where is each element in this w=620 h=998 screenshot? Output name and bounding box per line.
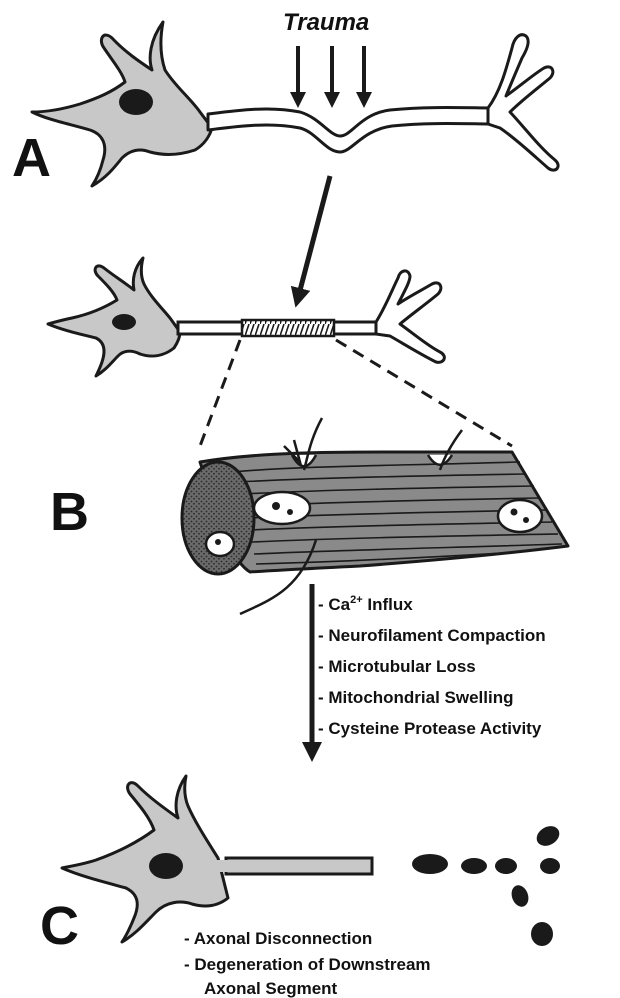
- injured-neuron-soma: [48, 258, 180, 376]
- ca-influx-text: - Ca2+ Influx: [318, 594, 413, 614]
- change-item: - Microtubular Loss: [318, 657, 476, 676]
- trauma-label: Trauma: [283, 9, 369, 36]
- axon-fragment: [412, 854, 448, 874]
- change-item: - Cysteine Protease Activity: [318, 719, 542, 738]
- panel-a-nucleus: [119, 89, 153, 115]
- panel-a-neuron: [32, 22, 558, 186]
- axon-fragment: [461, 858, 487, 874]
- outcome-item: Axonal Segment: [204, 979, 338, 998]
- injured-axon-segment: [242, 320, 334, 336]
- panel-label-a: A: [12, 128, 51, 188]
- change-item: - Mitochondrial Swelling: [318, 688, 514, 707]
- a-to-b-arrow: [298, 176, 330, 298]
- panel-c-axon-stump: [226, 858, 372, 874]
- panel-c-neuron: [62, 776, 372, 942]
- panel-c-soma: [62, 776, 228, 942]
- panel-a-axon: [208, 108, 490, 153]
- trauma-arrows: [298, 46, 364, 100]
- mitochondrion-2: [498, 500, 542, 532]
- zoom-lines: [200, 340, 512, 446]
- panel-label-b: B: [50, 482, 89, 542]
- injured-neuron: [48, 258, 444, 376]
- zoom-line-left: [200, 340, 240, 446]
- axon-fragment: [509, 883, 532, 909]
- mitochondrion-2-granule: [523, 517, 529, 523]
- panel-a-terminal: [488, 35, 558, 170]
- axon-fragments: [412, 822, 563, 946]
- axon-cylinder: [182, 418, 568, 614]
- axon-cut-face: [182, 462, 254, 574]
- panel-label-c: C: [40, 896, 79, 956]
- outcome-item: - Degeneration of Downstream: [184, 955, 431, 974]
- injured-neuron-nucleus: [112, 314, 136, 330]
- axon-fragment: [540, 858, 560, 874]
- mitochondrion-1-granule: [272, 502, 280, 510]
- panel-c-nucleus: [149, 853, 183, 879]
- injured-neuron-terminal: [376, 271, 444, 362]
- mitochondrion-1: [254, 492, 310, 524]
- mitochondrion-2-granule: [511, 509, 518, 516]
- b-changes-list: - Ca2+ Influx - Neurofilament Compaction…: [318, 594, 546, 738]
- c-outcomes-list: - Axonal Disconnection - Degeneration of…: [184, 929, 431, 998]
- mitochondrion-1-granule: [287, 509, 293, 515]
- axon-fragment: [495, 858, 517, 874]
- axon-fragment: [533, 822, 563, 850]
- mitochondrion-3-granule: [215, 539, 221, 545]
- outcome-item: - Axonal Disconnection: [184, 929, 372, 948]
- change-item: - Neurofilament Compaction: [318, 626, 546, 645]
- panel-c-stump-cover: [216, 860, 230, 872]
- axon-fragment: [531, 922, 553, 946]
